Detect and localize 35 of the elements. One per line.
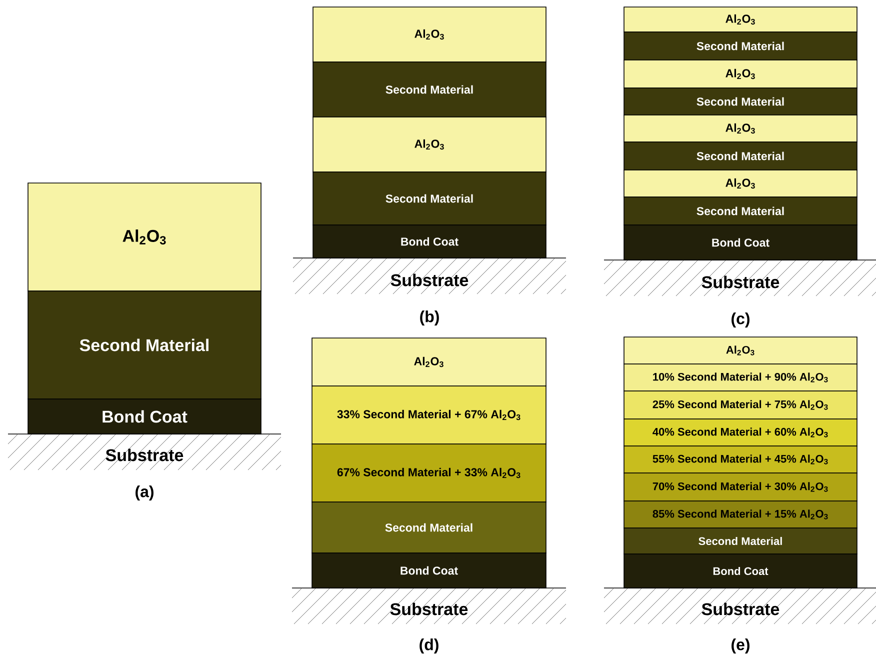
layer-band: Al$_{2}$O$_{3}$ <box>28 182 262 292</box>
layer-band: Second Material <box>312 502 546 554</box>
layer-band: Bond Coat <box>624 554 858 588</box>
layer-band: 10% Second Material + 90% Al$_{2}$O$_{3}$ <box>624 364 858 392</box>
layer-band: 33% Second Material + 67% Al$_{2}$O$_{3}$ <box>312 386 546 444</box>
layer-band: Second Material <box>624 142 858 170</box>
panel-label: (e) <box>732 638 750 654</box>
layer-band: Al$_{2}$O$_{3}$ <box>312 116 546 172</box>
layer-band: 67% Second Material + 33% Al$_{2}$O$_{3}$ <box>312 444 546 502</box>
layer-band: Bond Coat <box>312 552 546 588</box>
layer-band: Bond Coat <box>312 224 546 258</box>
layer-band: 55% Second Material + 45% Al$_{2}$O$_{3}$ <box>624 446 858 474</box>
layer-band: Al$_{2}$O$_{3}$ <box>624 114 858 142</box>
layer-band: Al$_{2}$O$_{3}$ <box>624 170 858 198</box>
layer-band: Al$_{2}$O$_{3}$ <box>624 336 858 364</box>
layer-band: Al$_{2}$O$_{3}$ <box>312 338 546 386</box>
layer-band: Second Material <box>312 62 546 118</box>
layer-band: Bond Coat <box>28 398 262 434</box>
layer-band: Second Material <box>624 32 858 60</box>
layer-band: Second Material <box>28 290 262 400</box>
layer-band: 40% Second Material + 60% Al$_{2}$O$_{3}$ <box>624 418 858 446</box>
layer-band: 25% Second Material + 75% Al$_{2}$O$_{3}$ <box>624 390 858 420</box>
layer-band: 85% Second Material + 15% Al$_{2}$O$_{3}$ <box>624 500 858 528</box>
layer-band: Second Material <box>624 88 858 116</box>
layer-band: Second Material <box>312 172 546 226</box>
layer-band: Second Material <box>624 196 858 226</box>
layer-band: Al$_{2}$O$_{3}$ <box>624 60 858 88</box>
layer-band: Second Material <box>624 528 858 554</box>
layer-band: Bond Coat <box>624 224 858 260</box>
layer-band: 70% Second Material + 30% Al$_{2}$O$_{3}$ <box>624 472 858 502</box>
layer-band: Al$_{2}$O$_{3}$ <box>624 6 858 32</box>
layer-band: Al$_{2}$O$_{3}$ <box>312 6 546 62</box>
panel-label: (d) <box>420 638 438 654</box>
panel-label: (c) <box>732 312 750 328</box>
panel-label: (a) <box>136 486 154 500</box>
